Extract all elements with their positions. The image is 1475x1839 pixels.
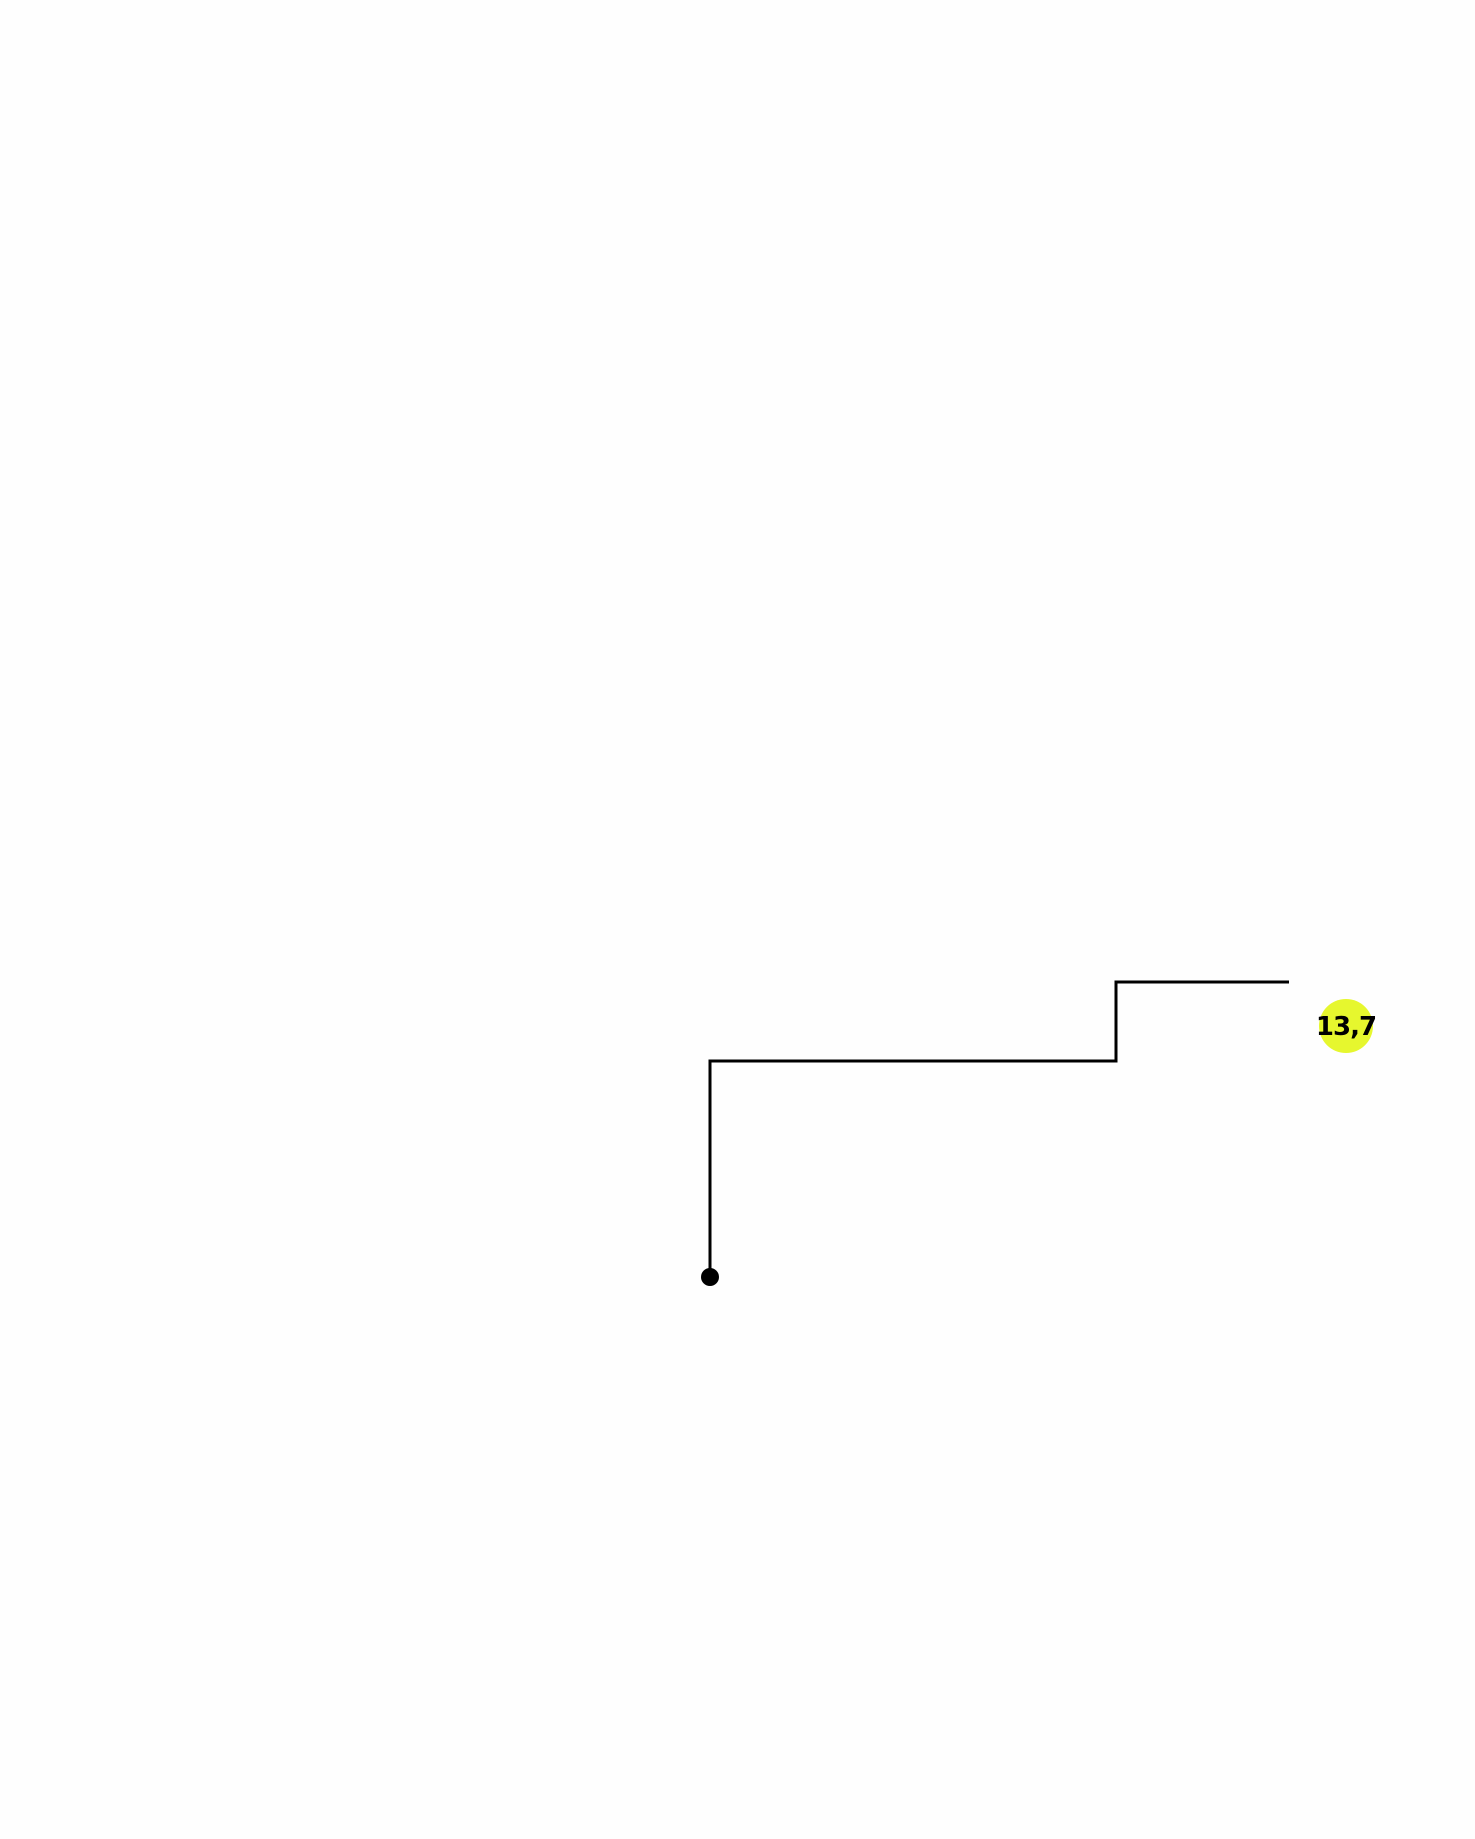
start-point-dot [701, 1268, 719, 1286]
value-badge-circle [1319, 999, 1373, 1053]
value-badge: 13,7 [1316, 999, 1377, 1053]
step-connector-line [708, 980, 1289, 1276]
value-badge-label: 13,7 [1316, 1012, 1376, 1042]
